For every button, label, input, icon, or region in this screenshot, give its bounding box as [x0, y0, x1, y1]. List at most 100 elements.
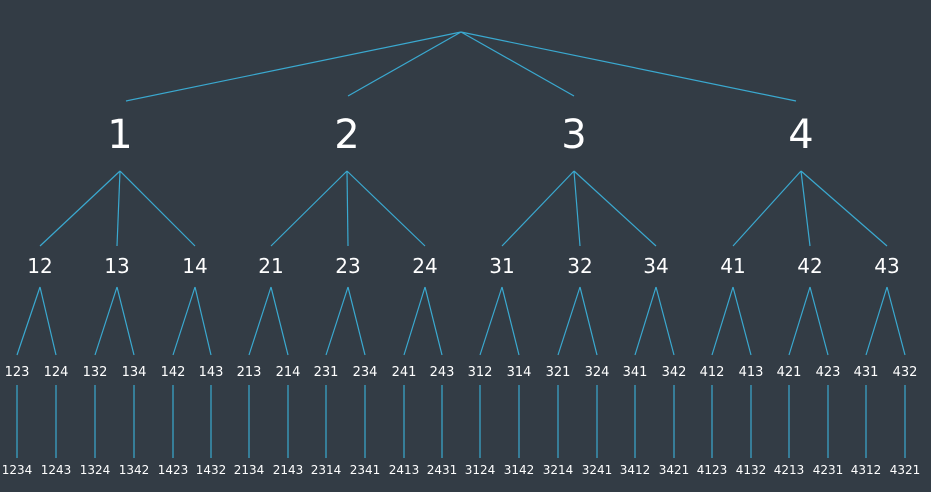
node-level3-413: 413 [739, 365, 764, 380]
edge-2-to-21 [270, 170, 348, 247]
edge-23-to-231 [325, 286, 349, 356]
node-level2-34: 34 [643, 254, 668, 278]
node-level3-132: 132 [83, 365, 108, 380]
edge-3-to-34 [573, 170, 657, 247]
edge-3-to-31 [501, 170, 575, 247]
tree-edges [16, 31, 906, 458]
node-level3-241: 241 [392, 365, 417, 380]
node-level4-3241: 3241 [582, 463, 613, 477]
node-level4-4132: 4132 [736, 463, 767, 477]
edge-root-to-3 [460, 31, 575, 97]
node-level4-2314: 2314 [311, 463, 342, 477]
node-level4-2413: 2413 [389, 463, 420, 477]
node-level4-4231: 4231 [813, 463, 844, 477]
node-level3-143: 143 [199, 365, 224, 380]
edge-14-to-142 [172, 286, 196, 356]
node-level3-124: 124 [44, 365, 69, 380]
node-level3-431: 431 [854, 365, 879, 380]
node-level1-4: 4 [788, 112, 813, 158]
node-level4-1324: 1324 [80, 463, 111, 477]
node-level3-342: 342 [662, 365, 687, 380]
node-level4-1243: 1243 [41, 463, 72, 477]
edge-34-to-341 [634, 286, 657, 356]
node-level4-1234: 1234 [2, 463, 33, 477]
node-level3-412: 412 [700, 365, 725, 380]
edge-32-to-321 [557, 286, 581, 356]
node-level4-2134: 2134 [234, 463, 265, 477]
node-level3-432: 432 [893, 365, 918, 380]
edge-23-to-234 [347, 286, 366, 356]
edge-43-to-431 [865, 286, 888, 356]
node-level2-12: 12 [27, 254, 52, 278]
edge-4-to-43 [800, 170, 888, 247]
node-level4-3214: 3214 [543, 463, 574, 477]
edge-1-to-14 [119, 170, 196, 247]
node-level2-24: 24 [412, 254, 437, 278]
node-level2-23: 23 [335, 254, 360, 278]
node-level3-142: 142 [161, 365, 186, 380]
edge-12-to-123 [16, 286, 41, 356]
edge-34-to-342 [655, 286, 675, 356]
node-level1-1: 1 [107, 112, 132, 158]
edge-root-to-4 [460, 31, 797, 102]
node-level4-3142: 3142 [504, 463, 535, 477]
edge-31-to-312 [479, 286, 503, 356]
node-level3-214: 214 [276, 365, 301, 380]
edge-41-to-412 [711, 286, 734, 356]
edge-4-to-41 [732, 170, 802, 247]
node-level4-2431: 2431 [427, 463, 458, 477]
edge-1-to-13 [116, 170, 121, 247]
node-level2-32: 32 [567, 254, 592, 278]
node-level2-13: 13 [104, 254, 129, 278]
node-level4-3412: 3412 [620, 463, 651, 477]
edge-13-to-134 [116, 286, 135, 356]
node-level4-1342: 1342 [119, 463, 150, 477]
edge-12-to-124 [39, 286, 57, 356]
node-level3-231: 231 [314, 365, 339, 380]
edge-13-to-132 [94, 286, 118, 356]
edge-42-to-421 [788, 286, 811, 356]
node-level4-4123: 4123 [697, 463, 728, 477]
edge-root-to-2 [347, 31, 462, 97]
node-level3-312: 312 [468, 365, 493, 380]
node-level2-31: 31 [489, 254, 514, 278]
node-level3-314: 314 [507, 365, 532, 380]
node-level3-324: 324 [585, 365, 610, 380]
edge-31-to-314 [501, 286, 520, 356]
node-level4-4312: 4312 [851, 463, 882, 477]
edge-2-to-24 [346, 170, 426, 247]
edge-1-to-12 [39, 170, 121, 247]
node-level2-43: 43 [874, 254, 899, 278]
node-level1-2: 2 [334, 112, 359, 158]
edge-2-to-23 [346, 170, 349, 247]
edge-32-to-324 [579, 286, 598, 356]
node-level3-321: 321 [546, 365, 571, 380]
node-level2-42: 42 [797, 254, 822, 278]
node-level1-3: 3 [561, 112, 586, 158]
node-level3-134: 134 [122, 365, 147, 380]
edge-43-to-432 [886, 286, 906, 356]
node-level3-341: 341 [623, 365, 648, 380]
edge-3-to-32 [573, 170, 581, 247]
edge-14-to-143 [194, 286, 212, 356]
edge-42-to-423 [809, 286, 829, 356]
node-level4-3124: 3124 [465, 463, 496, 477]
node-level3-213: 213 [237, 365, 262, 380]
edge-root-to-1 [125, 31, 462, 102]
node-level2-21: 21 [258, 254, 283, 278]
edge-21-to-214 [270, 286, 289, 356]
edge-4-to-42 [800, 170, 811, 247]
edge-24-to-243 [424, 286, 443, 356]
node-level3-423: 423 [816, 365, 841, 380]
node-level4-2341: 2341 [350, 463, 381, 477]
node-level4-1423: 1423 [158, 463, 189, 477]
node-level3-234: 234 [353, 365, 378, 380]
edge-41-to-413 [732, 286, 752, 356]
edge-21-to-213 [248, 286, 272, 356]
node-level2-14: 14 [182, 254, 207, 278]
edge-24-to-241 [403, 286, 426, 356]
node-level4-4321: 4321 [890, 463, 921, 477]
node-level2-41: 41 [720, 254, 745, 278]
